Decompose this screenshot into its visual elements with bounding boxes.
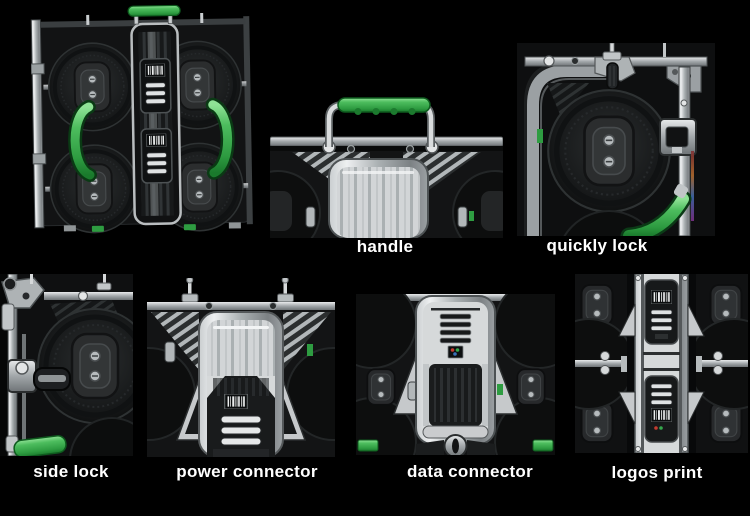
center-spine: [130, 22, 182, 226]
cabinet-back-photo: [30, 4, 253, 236]
logo-barcode-label: [651, 290, 672, 304]
tile-logos-print: [543, 273, 750, 454]
corner-lock-arm: [1, 277, 45, 331]
spine-top: [328, 158, 429, 239]
tile-data-connector: [327, 279, 584, 487]
top-handle: [127, 4, 181, 25]
logos-print-spine: [618, 273, 705, 454]
side-lock-photo: [0, 273, 155, 503]
caption-side-lock: side lock: [33, 462, 109, 481]
tile-handle: [235, 95, 538, 256]
tile-power-connector: [102, 276, 380, 458]
handle-photo: [235, 97, 538, 256]
bottom-handle-grip: [5, 435, 67, 458]
data-connector-photo: [327, 279, 584, 487]
side-lock-block: [7, 359, 71, 393]
power-connector-module: [198, 311, 284, 458]
power-connector-photo: [102, 276, 380, 458]
tile-side-lock: [0, 273, 155, 503]
caption-handle: handle: [356, 237, 414, 256]
guide-pins: [181, 276, 294, 303]
tile-cabinet-back: [30, 0, 257, 238]
logo-barcode-label: [651, 408, 672, 422]
caption-quickly-lock: quickly lock: [546, 236, 648, 255]
caption-logos-print: logos print: [611, 463, 703, 482]
side-handles: [68, 97, 235, 182]
data-connector-module: [415, 295, 496, 445]
lock-lever: [620, 183, 692, 245]
quickly-lock-photo: [517, 42, 715, 316]
quick-lock-pin: [594, 42, 636, 90]
tile-quickly-lock: [517, 42, 715, 316]
handle-grip: [325, 97, 435, 147]
logos-print-photo: [543, 273, 750, 454]
caption-data-connector: data connector: [406, 462, 534, 481]
lock-block: [659, 118, 697, 156]
caption-power-connector: power connector: [176, 462, 318, 481]
